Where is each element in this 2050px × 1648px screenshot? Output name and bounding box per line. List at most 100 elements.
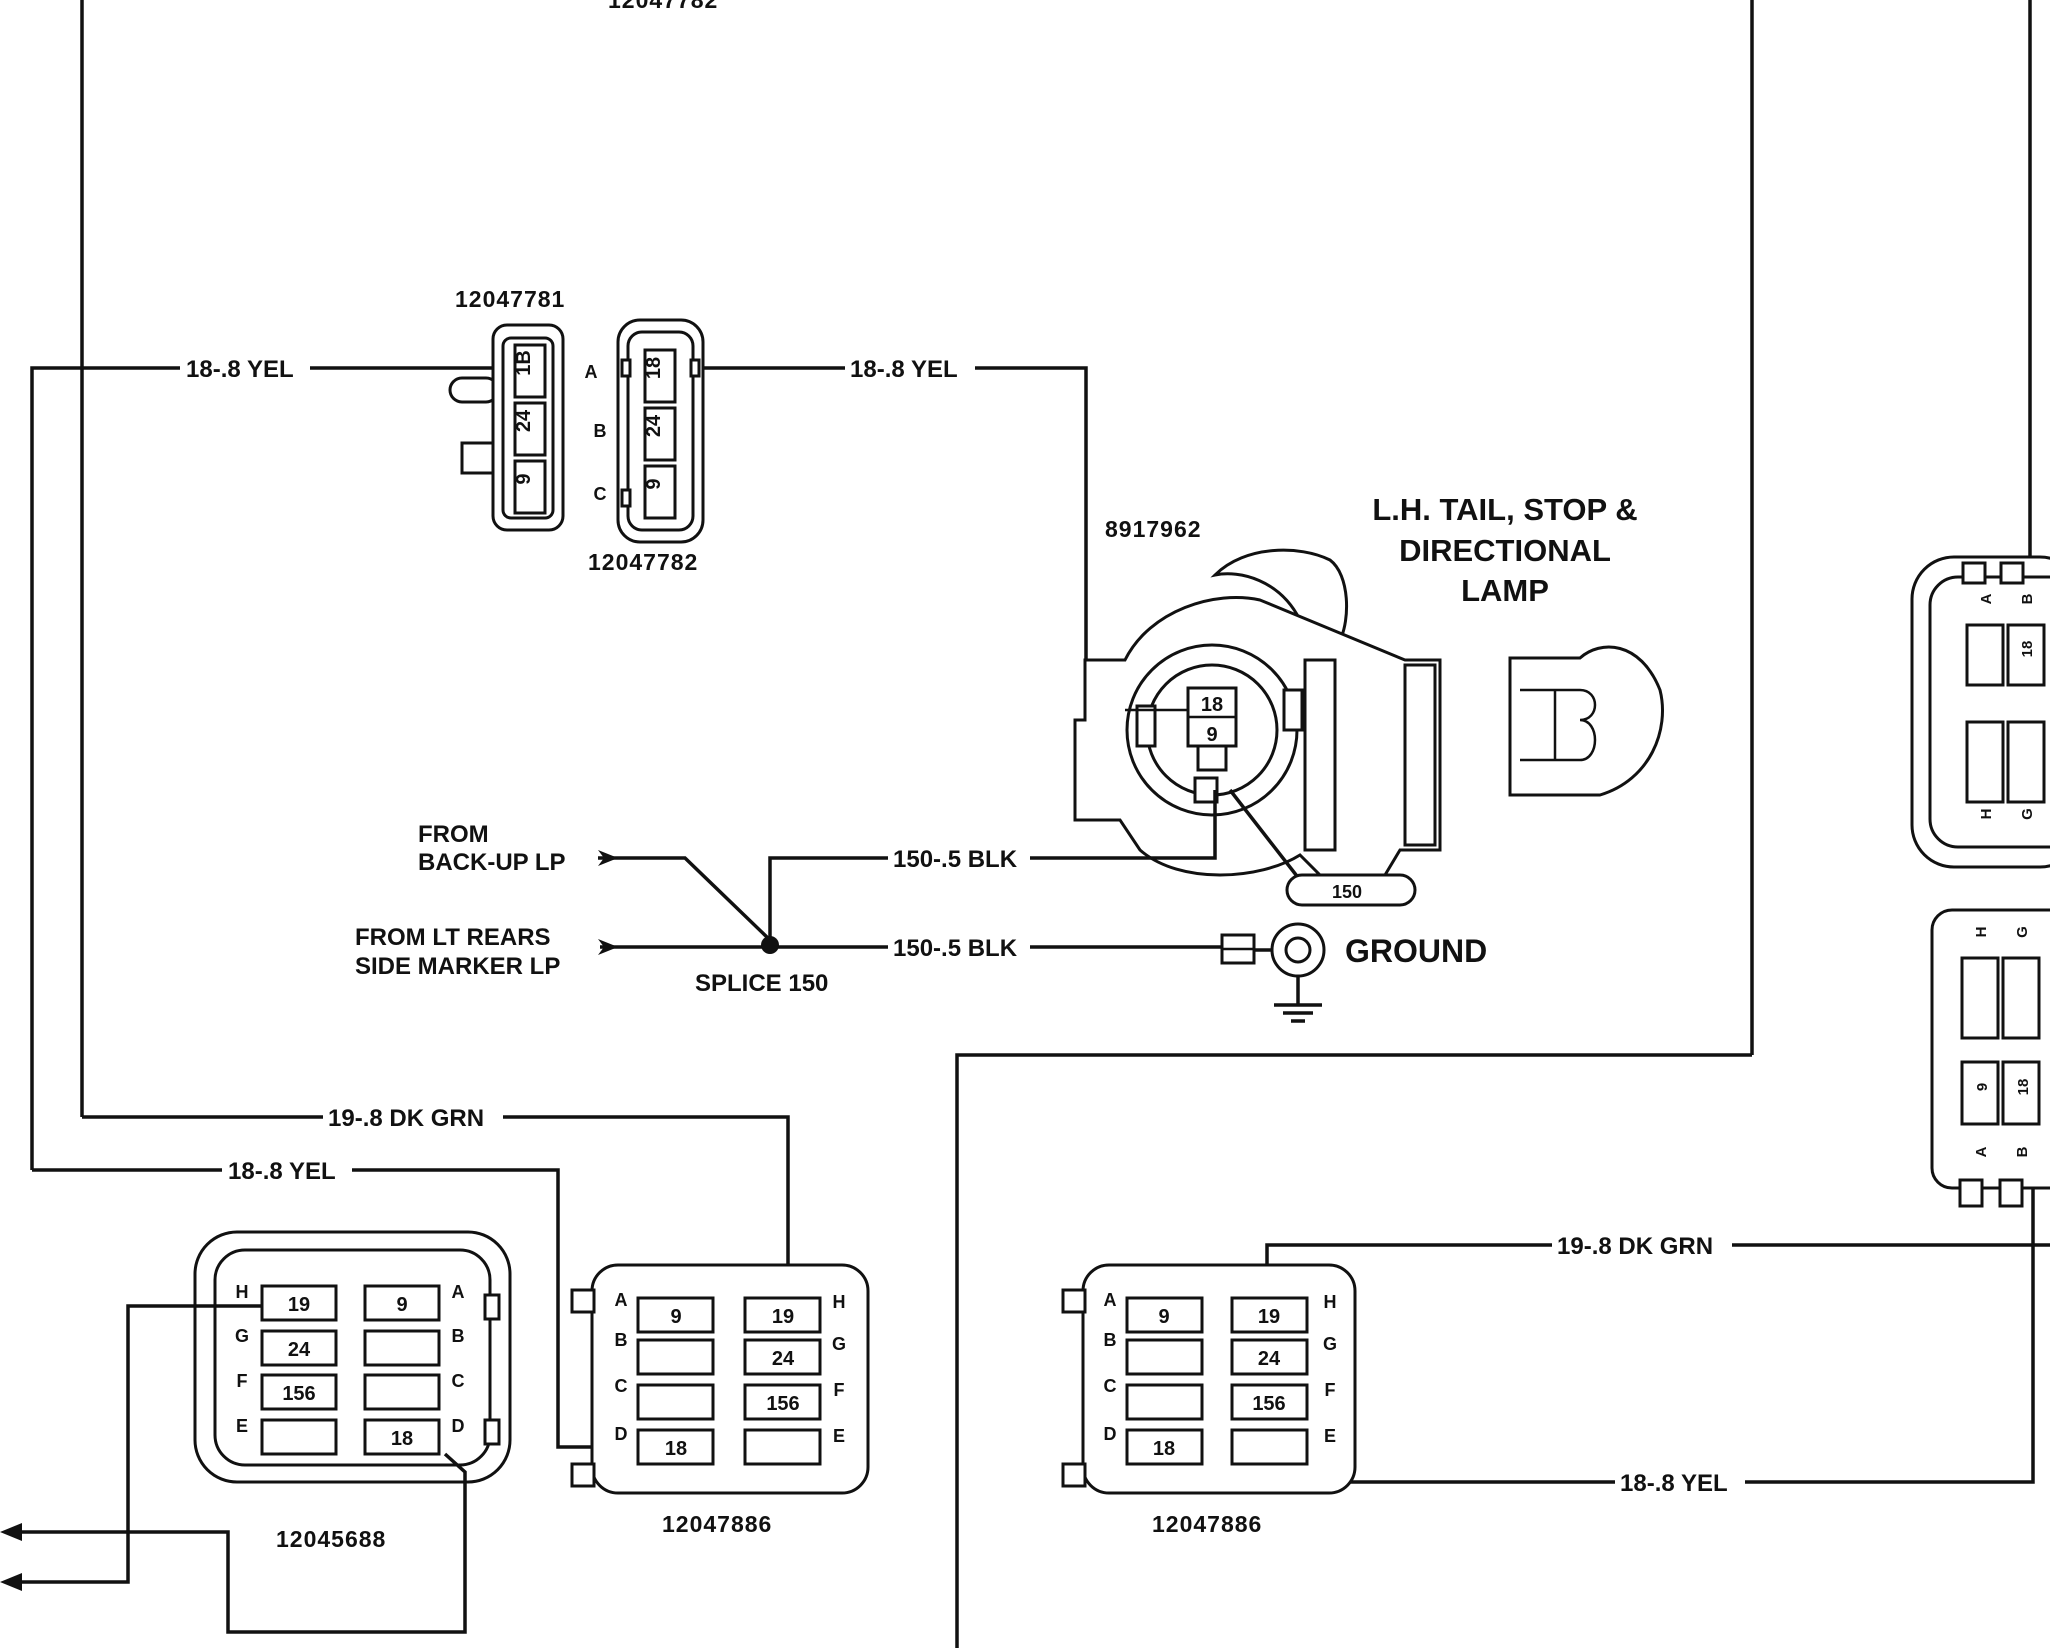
part-number-8pin-right: 12047886 <box>1152 1511 1262 1537</box>
cavity-letter-C: C <box>594 484 607 504</box>
ground-label: GROUND <box>1345 933 1487 969</box>
from-backup-line-2: BACK-UP LP <box>418 849 566 876</box>
part-number-top-clipped: 12047782 <box>608 0 718 13</box>
mid-cav-E: E <box>833 1426 845 1446</box>
splice-150-node <box>761 936 779 954</box>
cav-H: H <box>236 1282 249 1302</box>
wire-label-yel-top-left: 18-.8 YEL <box>186 356 294 383</box>
cav-D: D <box>452 1416 465 1436</box>
mid-pin-F-156: 156 <box>766 1393 799 1415</box>
edge-upper-pin-18: 18 <box>2019 641 2036 658</box>
wire-out-19 <box>10 1304 262 1584</box>
cavity-letter-A: A <box>585 362 598 382</box>
from-lt-rear-line-2: SIDE MARKER LP <box>355 953 560 980</box>
right-pin-D-18: 18 <box>1153 1438 1175 1460</box>
lamp-socket: 18 9 <box>1073 548 1442 877</box>
mid-cav-A: A <box>615 1290 628 1310</box>
arrow-from-lt-rear <box>598 939 618 955</box>
connector-8pin-left: 19 24 156 9 18 H G F E A B C D <box>193 1230 512 1484</box>
wire-dkgrn-left <box>82 1115 790 1308</box>
cavity-letter-B: B <box>594 421 607 441</box>
connector-8pin-right: 9 18 19 24 156 A B C D H G F E <box>1061 1263 1357 1495</box>
pin-G-24: 24 <box>288 1339 311 1361</box>
cav-G: G <box>235 1326 249 1346</box>
wire-label-dkgrn-left: 19-.8 DK GRN <box>328 1105 484 1132</box>
connector-8pin-mid: 9 18 19 24 156 A B C D H G F E <box>570 1263 870 1495</box>
mid-cav-H: H <box>833 1292 846 1312</box>
pin-F-156: 156 <box>282 1383 315 1405</box>
lamp-bulb <box>1508 645 1664 797</box>
splice-tag-label: 150 <box>1332 882 1362 902</box>
arrow-out-upper <box>0 1523 22 1541</box>
arrow-from-backup <box>598 850 618 866</box>
cav-F: F <box>237 1371 248 1391</box>
part-number-3pin-left: 12047781 <box>455 286 565 312</box>
right-cav-D: D <box>1104 1424 1117 1444</box>
mid-pin-D-18: 18 <box>665 1438 687 1460</box>
cav-C: C <box>452 1371 465 1391</box>
mid-pin-A-9: 9 <box>670 1306 681 1328</box>
edge-lower-cav-A: A <box>1973 1146 1990 1157</box>
right-pin-H-19: 19 <box>1258 1306 1280 1328</box>
part-number-8pin-left: 12045688 <box>276 1526 386 1552</box>
cav-A: A <box>452 1282 465 1302</box>
right-cav-A: A <box>1104 1290 1117 1310</box>
wire-out-18 <box>10 1452 467 1634</box>
edge-connector-upper: 9 18 A B H G <box>1910 555 2050 869</box>
cav-E: E <box>236 1416 248 1436</box>
wire-from-backup <box>598 856 772 942</box>
wire-label-yel-bottom-right: 18-.8 YEL <box>1620 1470 1728 1497</box>
from-lt-rear-line-1: FROM LT REARS <box>355 924 551 951</box>
mid-cav-G: G <box>832 1334 846 1354</box>
pin-9-right: 9 <box>643 478 665 489</box>
splice-tag <box>1285 873 1417 907</box>
right-cav-F: F <box>1325 1380 1336 1400</box>
right-cav-E: E <box>1324 1426 1336 1446</box>
pin-1B-left: 1B <box>513 350 535 376</box>
wire-label-dkgrn-right: 19-.8 DK GRN <box>1557 1233 1713 1260</box>
edge-upper-cav-B: B <box>2019 593 2036 604</box>
mid-cav-C: C <box>615 1376 628 1396</box>
mid-pin-G-24: 24 <box>772 1348 795 1370</box>
mid-pin-H-19: 19 <box>772 1306 794 1328</box>
connector-3pin-right: 18 24 9 <box>616 318 705 544</box>
part-number-3pin-right: 12047782 <box>588 549 698 575</box>
frame-line-divider <box>955 1053 1752 1648</box>
pin-D-18: 18 <box>391 1428 413 1450</box>
socket-pin-18: 18 <box>1201 694 1223 716</box>
edge-lower-pin-18: 18 <box>2015 1079 2032 1096</box>
wire-label-yel-top-right: 18-.8 YEL <box>850 356 958 383</box>
wire-label-yel-mid-left: 18-.8 YEL <box>228 1158 336 1185</box>
right-cav-C: C <box>1104 1376 1117 1396</box>
pin-9-left: 9 <box>513 473 535 484</box>
edge-lower-pin-9: 9 <box>1974 1083 1991 1091</box>
lamp-title-line-1: L.H. TAIL, STOP & <box>1372 492 1637 527</box>
right-pin-F-156: 156 <box>1252 1393 1285 1415</box>
wire-to-splice-tag <box>1228 788 1302 882</box>
part-number-lamp-socket: 8917962 <box>1105 516 1202 542</box>
pin-24-left: 24 <box>513 409 535 432</box>
splice-label: SPLICE 150 <box>695 970 828 997</box>
edge-lower-cav-H: H <box>1973 927 1990 938</box>
wire-label-blk-upper: 150-.5 BLK <box>893 846 1018 873</box>
ground-eyelet <box>1220 922 1326 1023</box>
mid-cav-F: F <box>834 1380 845 1400</box>
mid-cav-D: D <box>615 1424 628 1444</box>
part-number-8pin-mid: 12047886 <box>662 1511 772 1537</box>
wire-label-blk-lower: 150-.5 BLK <box>893 935 1018 962</box>
pin-A-9: 9 <box>396 1294 407 1316</box>
right-cav-G: G <box>1323 1334 1337 1354</box>
from-backup-line-1: FROM <box>418 821 489 848</box>
right-cav-H: H <box>1324 1292 1337 1312</box>
right-pin-A-9: 9 <box>1158 1306 1169 1328</box>
edge-connector-lower: 9 18 H G A B <box>1930 908 2050 1208</box>
mid-cav-B: B <box>615 1330 628 1350</box>
wire-yel-top-left <box>30 366 500 1170</box>
edge-upper-cav-H: H <box>1978 809 1995 820</box>
arrow-out-lower <box>0 1573 22 1591</box>
pin-18-right: 18 <box>643 357 665 379</box>
edge-upper-cav-G: G <box>2019 808 2036 820</box>
pin-24-right: 24 <box>643 414 665 437</box>
edge-lower-cav-G: G <box>2014 926 2031 938</box>
